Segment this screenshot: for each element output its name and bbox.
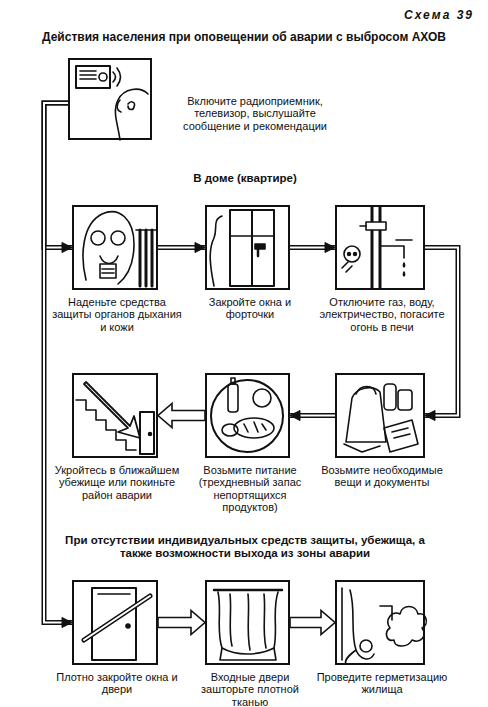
- flow-connector: [158, 404, 205, 428]
- window-illustration: [210, 210, 274, 286]
- flow-connector: [44, 103, 72, 628]
- food-illustration: [211, 378, 283, 452]
- picture-panel: Плотно закройте окна и двери: [72, 580, 158, 665]
- panel-caption: Закройте окна и форточки: [185, 296, 315, 321]
- picture-panel: Укройтесь в ближайшем убежище или покинь…: [72, 373, 158, 458]
- picture-panel: Входные двери зашторьте плотной тканью: [205, 580, 290, 665]
- hollow-arrow: [158, 611, 205, 635]
- panel-caption: Включите радиоприемник, телевизор, выслу…: [170, 95, 340, 132]
- arrow-head: [325, 243, 335, 253]
- door-illustration: [84, 588, 150, 660]
- utilities-illustration: [342, 207, 412, 288]
- picture-panel: Наденьте средства защиты органов дыхания…: [72, 205, 158, 290]
- panel-caption: Укройтесь в ближайшем убежище или покинь…: [52, 464, 182, 501]
- picture-panel: Закройте окна и форточки: [205, 205, 290, 290]
- section-heading: В доме (квартире): [150, 172, 340, 184]
- panel-caption: Наденьте средства защиты органов дыхания…: [52, 296, 182, 333]
- flow-connector: [290, 411, 335, 421]
- arrow-head: [62, 618, 72, 628]
- flow-connector: [290, 611, 335, 635]
- section-heading: При отсутствии индивидуальных средств за…: [60, 534, 430, 560]
- arrow-head: [195, 243, 205, 253]
- picture-panel: Возьмите питание (трехдневный запас непо…: [205, 373, 290, 458]
- panel-caption: Проведите герметизацию жилища: [315, 671, 449, 696]
- panel-caption: Возьмите необходимые вещи и документы: [315, 464, 449, 489]
- flow-connector: [290, 243, 335, 253]
- diagram-title: Действия населения при оповещении об ава…: [10, 30, 478, 44]
- arrow-head: [62, 243, 72, 253]
- gas-mask-illustration: [83, 212, 156, 286]
- hollow-arrow: [290, 611, 335, 635]
- radio-illustration: [76, 66, 148, 140]
- flow-connector: [158, 243, 205, 253]
- belongings-illustration: [344, 384, 418, 452]
- arrow-head: [290, 411, 300, 421]
- scheme-number: Схема 39: [404, 8, 474, 22]
- panel-caption: Отключите газ, воду, электричество, пога…: [315, 296, 449, 333]
- picture-panel: Проведите герметизацию жилища: [335, 580, 425, 665]
- arrow-head: [425, 411, 435, 421]
- connector-channel: [425, 248, 458, 416]
- picture-panel: Возьмите необходимые вещи и документы: [335, 373, 425, 458]
- curtain-illustration: [214, 590, 282, 660]
- panel-caption: Плотно закройте окна и двери: [52, 671, 182, 696]
- connector-line: [425, 248, 458, 416]
- hollow-arrow: [158, 404, 205, 428]
- panel-caption: Входные двери зашторьте плотной тканью: [185, 671, 315, 707]
- picture-panel: Отключите газ, воду, электричество, пога…: [335, 205, 425, 290]
- flow-connector: [425, 248, 458, 421]
- shelter-illustration: [76, 382, 154, 454]
- picture-panel: Включите радиоприемник, телевизор, выслу…: [68, 58, 152, 140]
- flow-connector: [158, 611, 205, 635]
- panel-caption: Возьмите питание (трехдневный запас непо…: [185, 464, 315, 513]
- sealing-illustration: [342, 588, 426, 664]
